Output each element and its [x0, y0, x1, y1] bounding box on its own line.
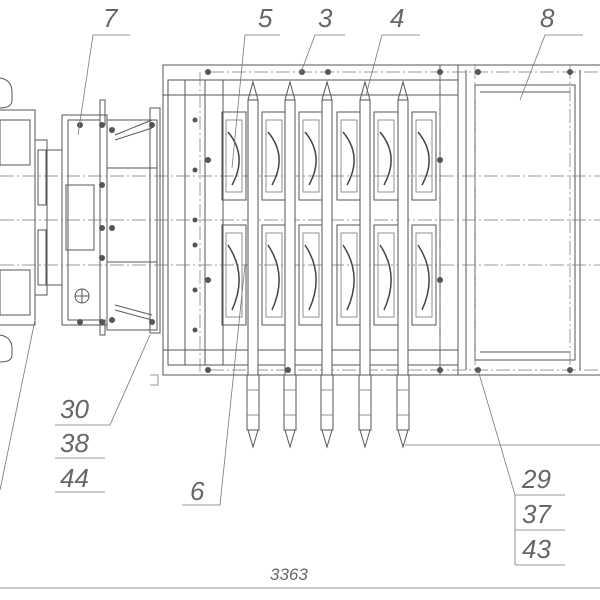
dimension-value: 3363 [270, 565, 308, 584]
cutter-disc [221, 111, 247, 201]
label-5: 5 [258, 3, 273, 33]
label-43: 43 [522, 534, 551, 564]
label-3: 3 [318, 3, 333, 33]
cutter-disc [411, 111, 437, 201]
gearbox-bolts [77, 122, 155, 325]
gearbox [61, 99, 161, 336]
label-37: 37 [522, 499, 552, 529]
rotor-shaft [246, 80, 260, 449]
label-29: 29 [521, 464, 551, 494]
cutter-disc [411, 224, 437, 326]
label-30: 30 [60, 394, 89, 424]
cutter-disc [298, 111, 324, 201]
cutter-disc [336, 224, 362, 326]
cutter-disc [261, 224, 287, 326]
cutter-disc [336, 111, 362, 201]
rotor-shaft [283, 80, 297, 449]
cutter-disc [373, 111, 399, 201]
rotor-shaft [320, 80, 334, 449]
leader-lines [0, 34, 600, 566]
housing-bolts [192, 69, 573, 373]
cutter-disc [221, 224, 247, 326]
labels: 7 5 3 4 8 6 30 38 44 29 37 43 3363 [60, 3, 555, 584]
label-38: 38 [60, 428, 89, 458]
cutter-disc [373, 224, 399, 326]
rotor-shaft [358, 80, 372, 449]
label-7: 7 [103, 3, 119, 33]
label-8: 8 [540, 3, 555, 33]
cutter-disc [298, 224, 324, 326]
cutter-disc [261, 111, 287, 201]
label-44: 44 [60, 463, 89, 493]
label-4: 4 [390, 3, 404, 33]
rotor-shaft [396, 80, 410, 449]
coupling [34, 139, 63, 296]
label-6: 6 [190, 476, 205, 506]
rotor-shafts [246, 80, 410, 449]
